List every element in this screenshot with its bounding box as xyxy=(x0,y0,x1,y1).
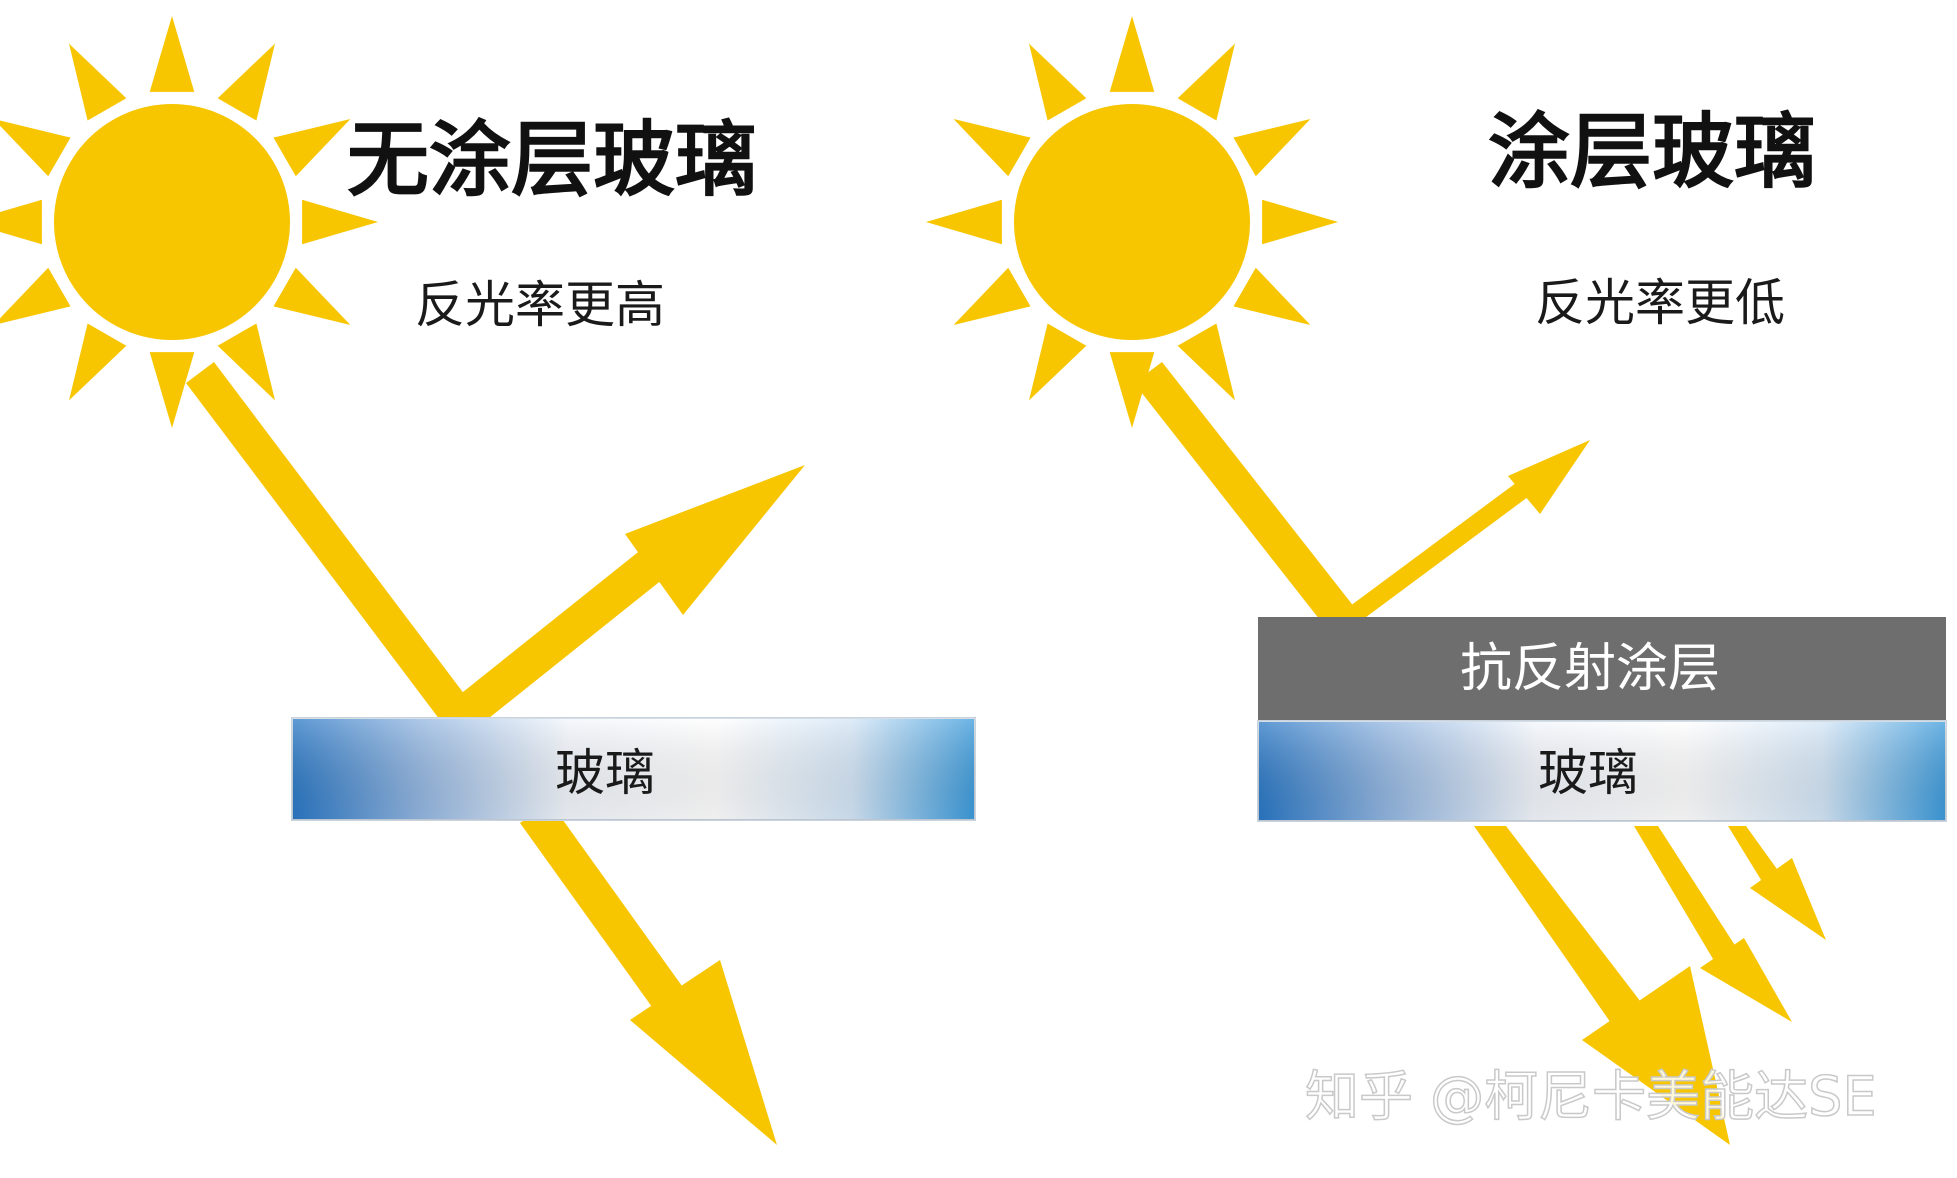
glass-slab xyxy=(291,717,976,821)
transmitted-arrowhead xyxy=(1582,966,1730,1145)
panel-title: 无涂层玻璃 xyxy=(347,113,757,208)
transmitted-beam xyxy=(1474,826,1670,1062)
glass-slab xyxy=(1257,720,1947,822)
coating-label: 抗反射涂层 xyxy=(1460,639,1720,699)
reflected-arrowhead xyxy=(625,465,805,615)
sun-ray xyxy=(1262,199,1338,245)
sun-ray xyxy=(1177,323,1235,401)
sun-ray xyxy=(1109,16,1155,92)
anti-reflective-coating xyxy=(1258,617,1946,721)
panel-subtitle: 反光率更高 xyxy=(415,276,665,334)
sun-ray xyxy=(273,119,351,177)
sun-icon xyxy=(926,16,1338,428)
sun-ray xyxy=(302,199,378,245)
transmitted-beam xyxy=(520,802,710,1046)
sun-ray xyxy=(217,43,275,121)
glass-label: 玻璃 xyxy=(1538,744,1638,802)
sun-ray xyxy=(926,199,1002,245)
transmitted-arrowhead xyxy=(630,960,777,1145)
watermark: 知乎 @柯尼卡美能达SE xyxy=(1305,1065,1877,1128)
reflected-beam xyxy=(448,533,688,730)
sun-ray xyxy=(1109,352,1155,428)
sun-ray xyxy=(1233,267,1311,325)
sun-icon xyxy=(0,16,378,428)
incident-beam xyxy=(1134,362,1366,643)
reflected-arrowhead xyxy=(1508,440,1590,514)
glass-label: 玻璃 xyxy=(555,744,655,802)
reflected-beam xyxy=(1342,474,1540,626)
sun-ray xyxy=(0,199,42,245)
sun-ray xyxy=(273,267,351,325)
sun-ray xyxy=(69,323,127,401)
sun-ray xyxy=(0,267,71,324)
sun-ray xyxy=(0,120,71,177)
incident-beam xyxy=(186,362,474,728)
transmitted-beam xyxy=(1634,826,1738,964)
sun-ray xyxy=(217,323,275,401)
panel-coated: 抗反射涂层 玻璃 涂层玻璃 反光率更低 xyxy=(926,16,1947,1145)
sun-ray xyxy=(1233,119,1311,177)
sun-ray xyxy=(1029,43,1087,121)
sun-ray xyxy=(953,119,1031,177)
sun-ray xyxy=(149,16,195,92)
sun-ray xyxy=(1029,323,1087,401)
sun-ray xyxy=(953,267,1031,325)
panel-subtitle: 反光率更低 xyxy=(1535,274,1785,332)
sun-ray xyxy=(149,352,195,428)
sun-ray xyxy=(69,43,127,121)
transmitted-arrowhead xyxy=(1750,858,1826,940)
panel-title: 涂层玻璃 xyxy=(1488,105,1816,200)
panel-uncoated: 玻璃 无涂层玻璃 反光率更高 xyxy=(0,16,976,1145)
transmitted-arrowhead xyxy=(1700,938,1792,1022)
sun-ray xyxy=(1177,43,1235,121)
transmitted-beam xyxy=(1728,826,1782,888)
